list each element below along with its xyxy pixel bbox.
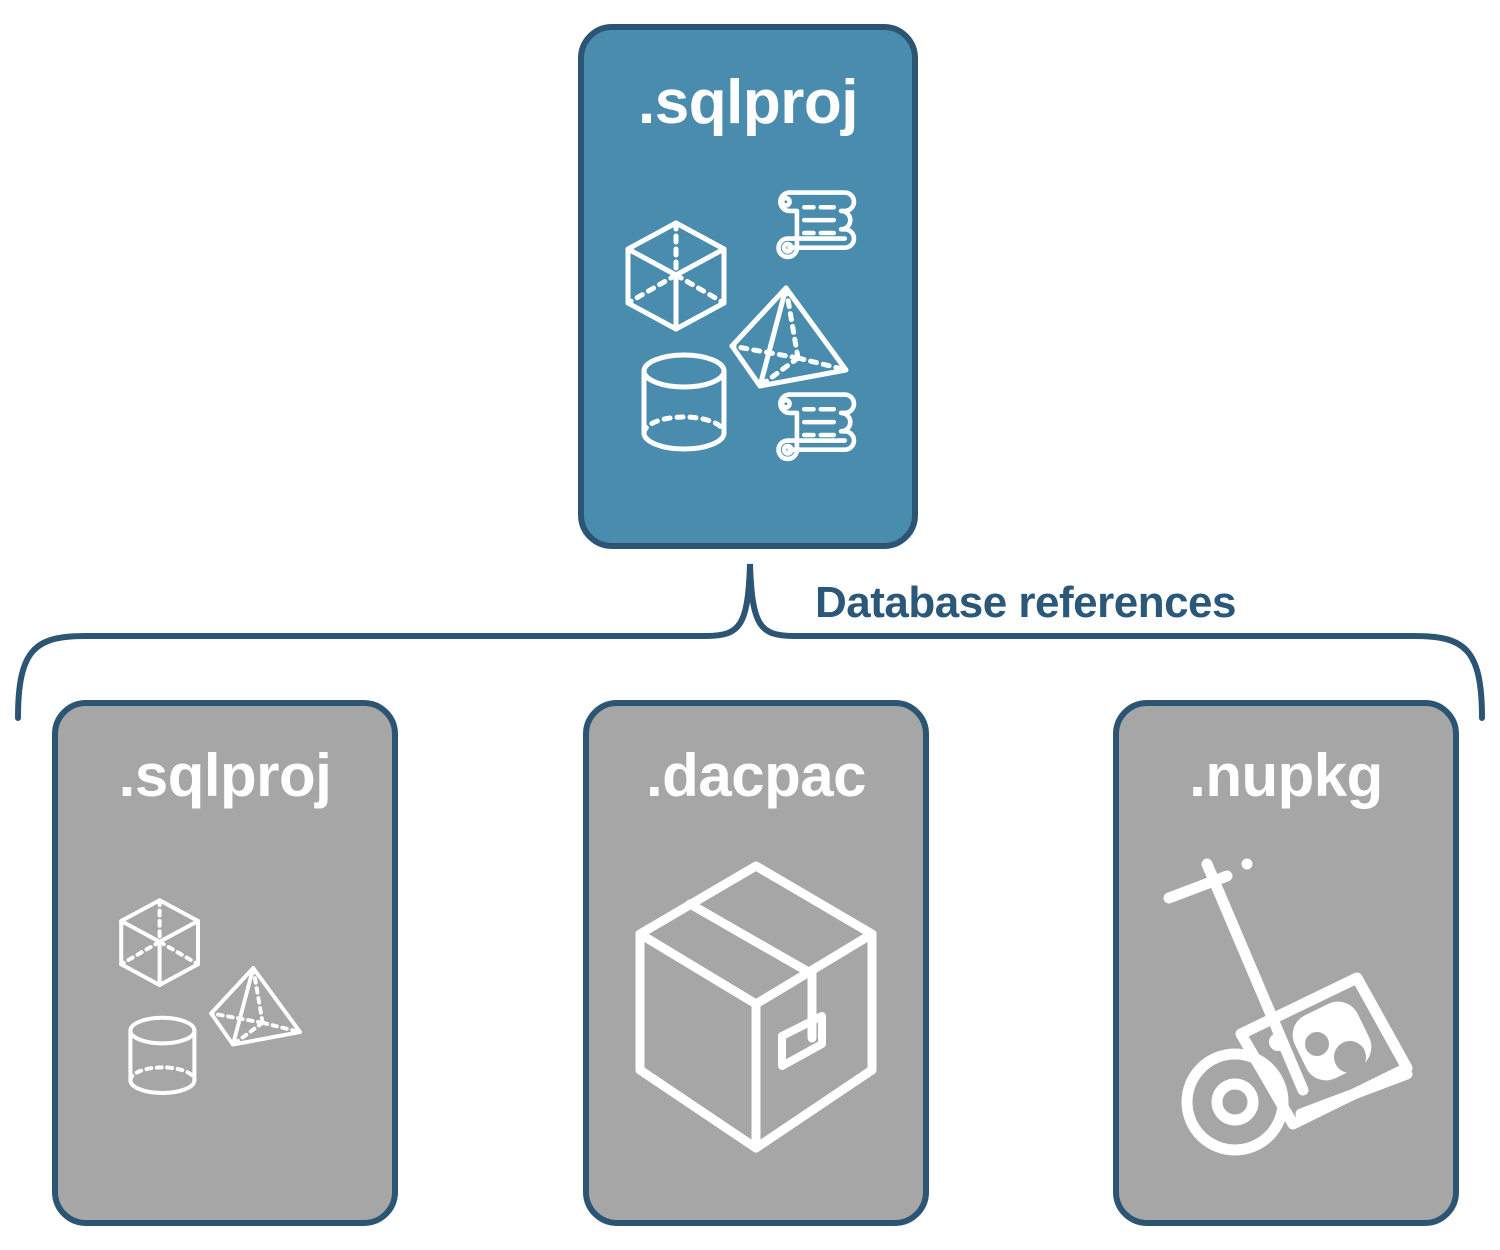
- cube-wireframe-icon: [119, 898, 201, 988]
- pyramid-wireframe-icon: [209, 966, 302, 1047]
- target-card-title: .nupkg: [1189, 742, 1383, 809]
- connector-label: Database references: [815, 578, 1236, 627]
- cylinder-wireframe-icon: [128, 1015, 197, 1095]
- pyramid-wireframe-icon: [729, 285, 849, 388]
- nuget-logo-dots: [1305, 1032, 1366, 1073]
- scroll-script-icon: [776, 189, 857, 259]
- cylinder-wireframe-icon: [641, 352, 727, 451]
- shapes-icon-group: [119, 898, 302, 1095]
- source-icon-group: [625, 189, 857, 461]
- source-card-artwork: [584, 114, 912, 543]
- scroll-script-icon: [776, 391, 857, 461]
- target-card-nupkg[interactable]: .nupkg: [1113, 700, 1459, 1226]
- target-card-artwork: [589, 796, 923, 1220]
- bracket-path: [15, 563, 1485, 721]
- target-card-artwork: [58, 796, 392, 1220]
- target-card-title: .sqlproj: [118, 742, 332, 809]
- target-card-artwork: [1119, 796, 1453, 1220]
- package-box-icon: [635, 861, 877, 1153]
- cube-wireframe-icon: [625, 220, 727, 331]
- source-card-title: .sqlproj: [638, 68, 858, 137]
- hand-truck-nuget-icon: [1163, 858, 1413, 1156]
- target-card-dacpac[interactable]: .dacpac: [583, 700, 929, 1226]
- target-card-title: .dacpac: [646, 742, 866, 809]
- target-card-sqlproj[interactable]: .sqlproj: [52, 700, 398, 1226]
- source-card-sqlproj[interactable]: .sqlproj: [578, 24, 918, 549]
